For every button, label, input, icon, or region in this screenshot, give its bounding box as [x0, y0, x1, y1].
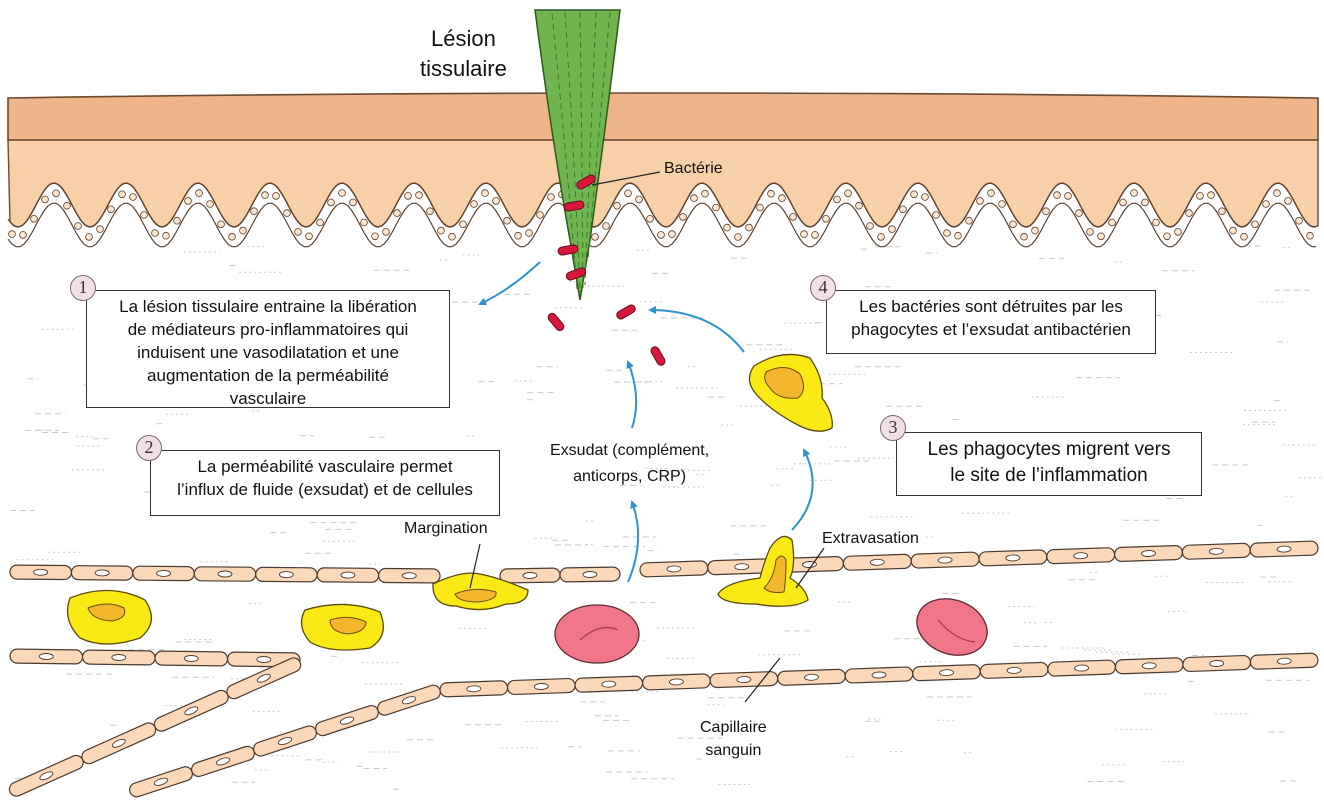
label-extravasation: Extravasation: [822, 530, 919, 548]
phagocyte-1: [68, 590, 152, 644]
process-arrows: [480, 262, 813, 582]
lesion-title: Lésion tissulaire: [420, 24, 507, 84]
label-capillaire: Capillaire sanguin: [700, 716, 767, 762]
step-2-box: La perméabilité vasculaire permet l’infl…: [150, 450, 500, 516]
step-4-number: 4: [810, 275, 836, 301]
phagocyte-migrating: [749, 354, 832, 431]
step-4-box: Les bactéries sont détruites par les pha…: [826, 290, 1156, 354]
erythrocyte-2: [909, 589, 995, 664]
erythrocyte-1: [555, 605, 639, 663]
arrow-exsudat-low: [628, 502, 638, 582]
step-3-line: le site de l’inflammation: [905, 463, 1193, 489]
step-1-number: 1: [70, 275, 96, 301]
capillary-wall: [7, 541, 1318, 799]
step-1-line: augmentation de la perméabilité: [95, 364, 441, 387]
phagocyte-2: [301, 604, 383, 650]
step-1-box: La lésion tissulaire entraine la libérat…: [86, 290, 450, 408]
epidermis: [8, 93, 1318, 140]
step-2-number: 2: [136, 435, 162, 461]
label-exsudat-line1: Exsudat (complément,: [550, 438, 709, 464]
step-1-line: de médiateurs pro-inflammatoires qui: [95, 318, 441, 341]
label-margination: Margination: [404, 520, 488, 538]
step-1-line: La lésion tissulaire entraine la libérat…: [95, 295, 441, 318]
step-1-line: induisent une vasodilatation et une: [95, 341, 441, 364]
step-2-line: l’influx de fluide (exsudat) et de cellu…: [159, 478, 491, 501]
label-exsudat-line2: anticorps, CRP): [550, 464, 709, 490]
arrow-phagocyte-attack: [650, 310, 744, 352]
pointer-lines: [470, 172, 824, 702]
lesion-title-line1: Lésion: [420, 24, 507, 54]
step-4-line: Les bactéries sont détruites par les: [835, 295, 1147, 318]
arrow-exsudat-up: [628, 362, 636, 428]
label-capillaire-line1: Capillaire: [700, 716, 767, 739]
step-3-line: Les phagocytes migrent vers: [905, 437, 1193, 463]
step-4-line: phagocytes et l’exsudat antibactérien: [835, 318, 1147, 341]
step-1-line: vasculaire: [95, 387, 441, 410]
arrow-mediators: [480, 262, 540, 304]
step-2-line: La perméabilité vasculaire permet: [159, 455, 491, 478]
step-3-number: 3: [880, 415, 906, 441]
step-3-box: Les phagocytes migrent vers le site de l…: [896, 432, 1202, 496]
label-bacterie: Bactérie: [664, 160, 723, 178]
label-exsudat: Exsudat (complément, anticorps, CRP): [550, 438, 709, 490]
lesion-title-line2: tissulaire: [420, 54, 507, 84]
arrow-phagocyte-migration: [792, 450, 813, 530]
label-capillaire-line2: sanguin: [700, 739, 767, 762]
